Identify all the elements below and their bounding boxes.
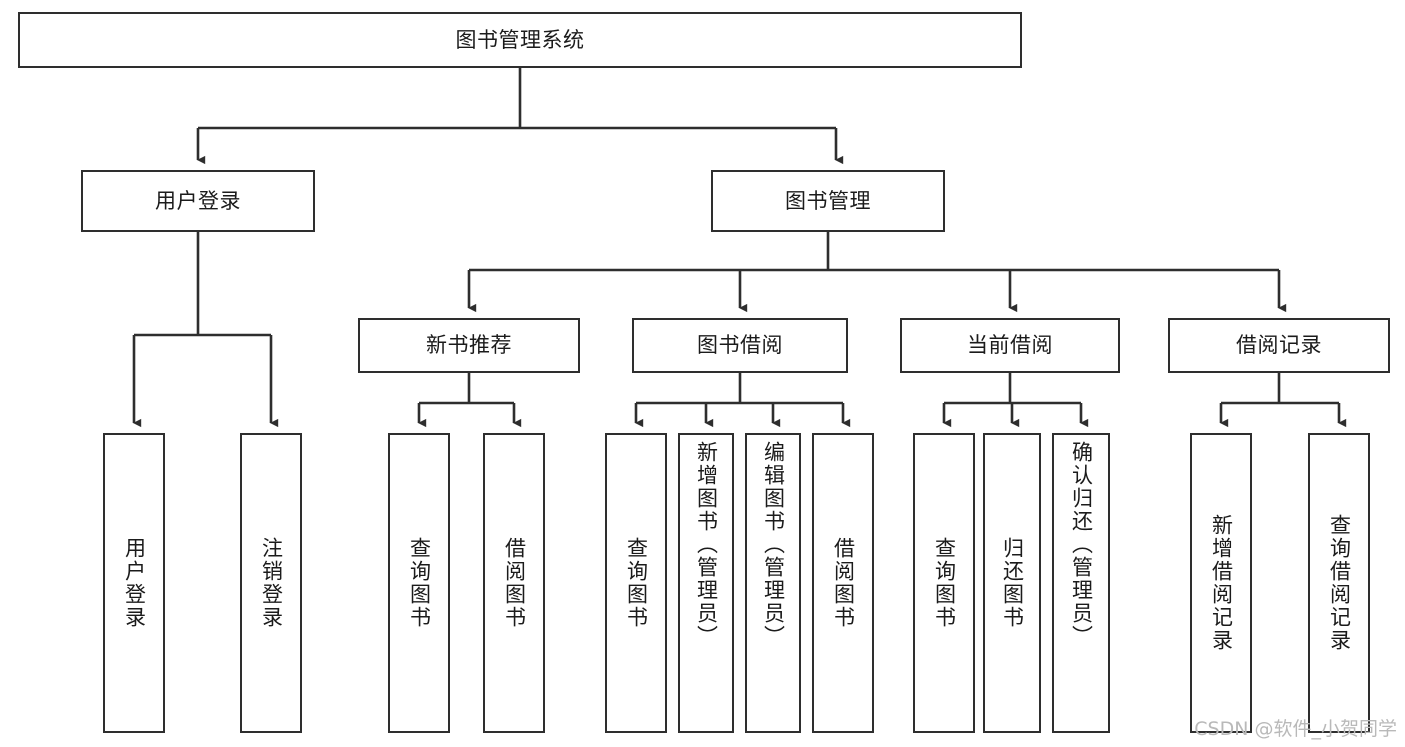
node-current-borrow-label: 当前借阅 [967, 333, 1053, 358]
leaf-query-books-current-label: 查询图书 [932, 537, 957, 629]
node-book-borrow[interactable]: 图书借阅 [632, 318, 848, 373]
leaf-query-borrow-record[interactable]: 查询借阅记录 [1308, 433, 1370, 733]
node-user-login-label: 用户登录 [155, 188, 241, 213]
leaf-query-borrow-record-label: 查询借阅记录 [1327, 514, 1352, 652]
leaf-return-books-label: 归还图书 [1000, 537, 1025, 629]
leaf-query-books-recommend[interactable]: 查询图书 [388, 433, 450, 733]
leaf-query-books-current[interactable]: 查询图书 [913, 433, 975, 733]
node-borrow-records-label: 借阅记录 [1236, 333, 1322, 358]
leaf-add-book-admin-label: 新增图书（管理员） [694, 441, 719, 648]
node-book-management-label: 图书管理 [785, 188, 871, 213]
node-current-borrow[interactable]: 当前借阅 [900, 318, 1120, 373]
leaf-edit-book-admin-label: 编辑图书（管理员） [761, 441, 786, 648]
leaf-query-books-borrow-label: 查询图书 [624, 537, 649, 629]
leaf-confirm-return-admin-label: 确认归还（管理员） [1069, 441, 1094, 648]
leaf-borrow-books-recommend[interactable]: 借阅图书 [483, 433, 545, 733]
node-new-book-recommend[interactable]: 新书推荐 [358, 318, 580, 373]
leaf-add-borrow-record-label: 新增借阅记录 [1209, 514, 1234, 652]
leaf-borrow-books-recommend-label: 借阅图书 [502, 537, 527, 629]
leaf-user-logout-label: 注销登录 [259, 537, 284, 629]
node-root[interactable]: 图书管理系统 [18, 12, 1022, 68]
node-borrow-records[interactable]: 借阅记录 [1168, 318, 1390, 373]
leaf-query-books-borrow[interactable]: 查询图书 [605, 433, 667, 733]
node-user-login[interactable]: 用户登录 [81, 170, 315, 232]
node-book-borrow-label: 图书借阅 [697, 333, 783, 358]
leaf-edit-book-admin[interactable]: 编辑图书（管理员） [745, 433, 801, 733]
leaf-add-book-admin[interactable]: 新增图书（管理员） [678, 433, 734, 733]
leaf-borrow-books[interactable]: 借阅图书 [812, 433, 874, 733]
leaf-user-login-label: 用户登录 [122, 537, 147, 629]
node-new-book-recommend-label: 新书推荐 [426, 333, 512, 358]
leaf-return-books[interactable]: 归还图书 [983, 433, 1041, 733]
leaf-add-borrow-record[interactable]: 新增借阅记录 [1190, 433, 1252, 733]
leaf-user-login[interactable]: 用户登录 [103, 433, 165, 733]
leaf-confirm-return-admin[interactable]: 确认归还（管理员） [1052, 433, 1110, 733]
node-root-label: 图书管理系统 [455, 27, 585, 52]
leaf-query-books-recommend-label: 查询图书 [407, 537, 432, 629]
node-book-management[interactable]: 图书管理 [711, 170, 945, 232]
leaf-borrow-books-label: 借阅图书 [831, 537, 856, 629]
leaf-user-logout[interactable]: 注销登录 [240, 433, 302, 733]
watermark: CSDN @软件_小贺同学 [1194, 718, 1397, 740]
